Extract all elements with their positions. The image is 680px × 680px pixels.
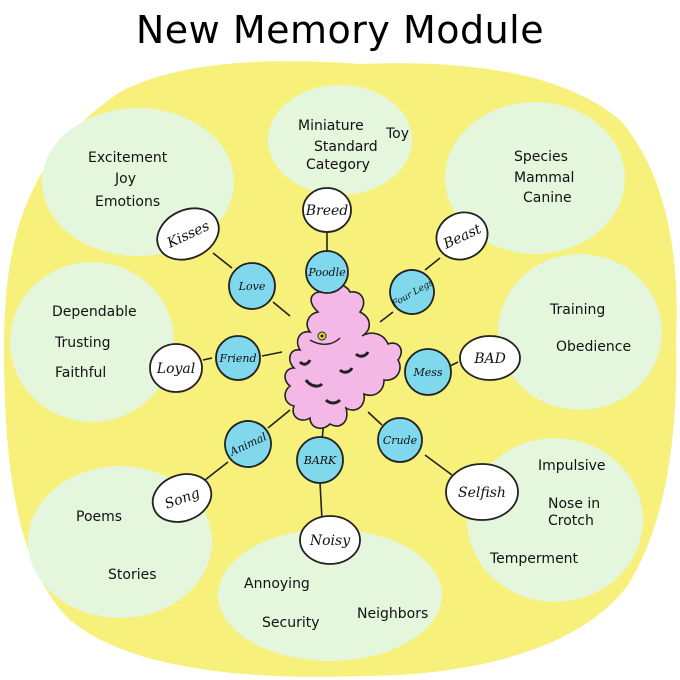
diagram-title: New Memory Module (135, 8, 545, 52)
context-word-selfish: Impulsive (538, 458, 606, 474)
inner-node-loyal: Friend (215, 335, 261, 381)
inner-node-beast: Four Legs (389, 269, 436, 315)
context-word-beast: Canine (523, 190, 572, 206)
context-word-loyal: Faithful (55, 365, 106, 381)
inner-node-kisses: Love (228, 262, 276, 310)
context-word-kisses: Excitement (88, 150, 168, 166)
inner-node-selfish: Crude (377, 417, 423, 463)
context-blob-loyal (10, 262, 174, 422)
connector-kisses-outer (212, 252, 233, 269)
inner-node-label: Love (238, 280, 266, 293)
outer-node-label: BAD (473, 351, 506, 367)
connector-beast-outer (424, 257, 441, 271)
context-word-breed: Standard (314, 139, 378, 155)
outer-node-label: Noisy (309, 533, 351, 549)
context-word-breed: Category (306, 157, 370, 173)
connector-selfish-inner (367, 411, 383, 426)
connector-kisses-inner (272, 301, 291, 317)
context-word-bad: Training (549, 302, 605, 318)
context-word-loyal: Trusting (54, 335, 111, 351)
connector-song-outer (204, 461, 229, 481)
outer-node-label: Loyal (156, 361, 195, 377)
outer-node-noisy: Noisy (299, 515, 361, 565)
context-blob-noisy (218, 529, 442, 661)
connector-song-inner (267, 409, 291, 429)
context-word-noisy: Neighbors (357, 606, 428, 622)
context-word-bad: Obedience (556, 339, 631, 355)
context-word-kisses: Joy (114, 171, 136, 187)
inner-node-label: Friend (218, 352, 256, 365)
context-word-beast: Mammal (514, 170, 574, 186)
connector-loyal-outer (202, 357, 213, 361)
inner-node-label: Crude (383, 434, 418, 447)
context-word-song: Stories (108, 567, 157, 583)
outer-node-loyal: Loyal (149, 343, 203, 393)
inner-node-label: BARK (303, 454, 337, 467)
context-word-breed: Miniature (298, 118, 364, 134)
poodle-icon (284, 283, 403, 430)
context-word-selfish: Crotch (548, 513, 594, 529)
outer-node-label: Breed (305, 203, 349, 219)
outer-node-beast: Beast (435, 211, 489, 261)
inner-node-label: Mess (412, 366, 442, 379)
context-word-song: Poems (76, 509, 122, 525)
context-word-loyal: Dependable (52, 304, 137, 320)
context-word-breed: Toy (385, 126, 409, 142)
context-word-selfish: Nose in (548, 496, 600, 512)
connector-noisy-outer (319, 481, 323, 521)
context-blob-breed (268, 85, 412, 195)
connector-selfish-outer (424, 454, 453, 476)
connector-bad-outer (449, 361, 459, 367)
context-blob-beast (445, 102, 625, 254)
context-word-beast: Species (514, 149, 568, 165)
inner-node-breed: Poodle (305, 250, 349, 294)
connector-loyal-inner (261, 351, 283, 357)
outer-node-bad: BAD (459, 335, 521, 381)
inner-node-label: Poodle (307, 266, 346, 279)
inner-node-noisy: BARK (296, 436, 344, 484)
inner-node-song: Animal (224, 420, 272, 468)
connector-beast-inner (379, 311, 394, 323)
outer-node-label: Selfish (458, 485, 506, 501)
outer-node-selfish: Selfish (445, 463, 519, 521)
context-word-selfish: Temperment (489, 551, 579, 567)
outer-node-song: Song (151, 473, 213, 523)
context-blob-bad (498, 254, 662, 410)
context-word-kisses: Emotions (95, 194, 160, 210)
context-word-noisy: Security (262, 615, 320, 631)
outer-node-breed: Breed (302, 187, 352, 233)
context-word-noisy: Annoying (244, 576, 310, 592)
outer-node-kisses: Kisses (156, 207, 220, 261)
inner-node-bad: Mess (404, 348, 452, 396)
